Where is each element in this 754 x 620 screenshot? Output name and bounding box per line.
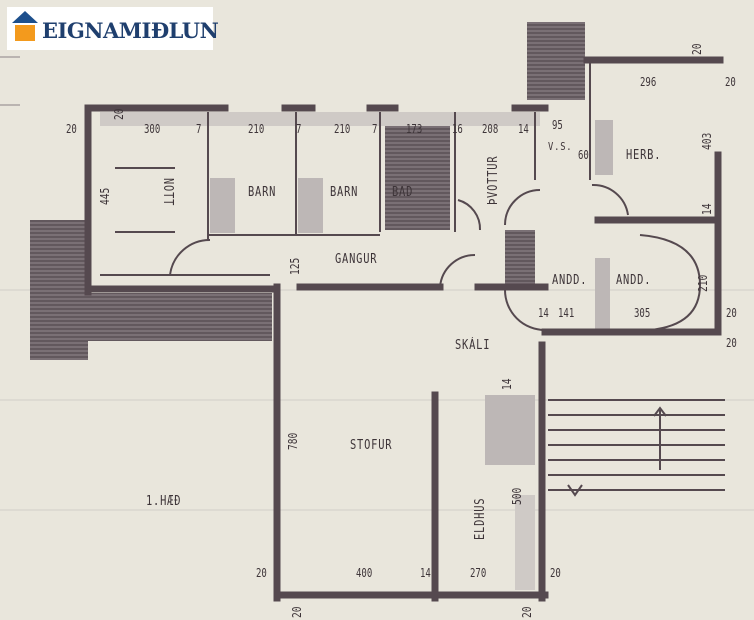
dimension-label: 208 xyxy=(482,122,499,136)
room-label-eldhus: ELDHUS xyxy=(473,497,488,540)
dimension-label: 14 xyxy=(538,306,549,320)
dimension-label: 210 xyxy=(334,122,351,136)
house-roof-icon xyxy=(12,11,38,23)
dimension-label: 400 xyxy=(356,566,373,580)
room-label-herb: HERB. xyxy=(626,148,662,163)
eignamidlun-logo: EIGNAMIÐLUN xyxy=(7,7,219,50)
dimension-label: 20 xyxy=(66,122,77,136)
dimension-label: 7 xyxy=(196,122,202,136)
room-label-barn: BARN xyxy=(248,185,277,200)
dimension-label: 305 xyxy=(634,306,651,320)
room-label-ws: V.S. xyxy=(548,140,573,153)
dimension-label: 7 xyxy=(296,122,302,136)
kitchen-counter xyxy=(485,395,535,465)
dimension-label: 296 xyxy=(640,75,657,89)
room-label-thvottur: ÞVOTTUR xyxy=(486,155,501,205)
dimension-label: 20 xyxy=(256,566,267,580)
room-label-gangur: GANGUR xyxy=(335,252,378,267)
house-body-icon xyxy=(15,25,35,41)
kitchen-counter xyxy=(515,495,535,590)
terrace-hatch xyxy=(88,293,272,341)
dimension-label: 500 xyxy=(510,487,524,505)
dimension-label: 20 xyxy=(290,606,304,618)
room-label-nott: NOTT xyxy=(160,178,175,207)
room-label-bad: BAD xyxy=(392,185,414,200)
closet-fill xyxy=(505,230,535,285)
dimension-label: 780 xyxy=(286,432,300,450)
room-label-barn: BARN xyxy=(330,185,359,200)
dimension-label: 300 xyxy=(144,122,161,136)
dimension-label: 20 xyxy=(725,75,736,89)
dimension-label: 20 xyxy=(550,566,561,580)
dimension-label: 95 xyxy=(552,118,563,132)
closet xyxy=(595,258,610,333)
dimension-label: 16 xyxy=(452,122,463,136)
closet xyxy=(298,178,323,233)
walls xyxy=(84,56,724,602)
dimension-label: 210 xyxy=(248,122,265,136)
window-band xyxy=(100,112,540,126)
dimension-label: 14 xyxy=(518,122,529,136)
terrace-hatch xyxy=(30,220,88,360)
bathroom-fill xyxy=(385,120,450,230)
dimension-label: 125 xyxy=(288,257,302,275)
dimension-label: 445 xyxy=(98,187,112,205)
floor-label: 1.HÆÐ xyxy=(146,494,182,509)
dimension-label: 14 xyxy=(500,378,514,390)
logo-text: EIGNAMIÐLUN xyxy=(42,18,219,43)
dimension-label: 210 xyxy=(696,274,710,292)
dimension-label: 20 xyxy=(726,336,737,350)
room-label-stofur: STOFUR xyxy=(350,438,393,453)
dimension-label: 20 xyxy=(112,108,126,120)
chimney xyxy=(527,22,585,100)
dimension-label: 141 xyxy=(558,306,575,320)
dimension-label: 60 xyxy=(578,148,589,162)
dimension-label: 270 xyxy=(470,566,487,580)
dimension-label: 20 xyxy=(726,306,737,320)
dimension-label: 14 xyxy=(700,203,714,215)
interior-lines xyxy=(100,60,725,497)
dimension-label: 7 xyxy=(372,122,378,136)
dimension-label: 20 xyxy=(520,606,534,618)
dimension-label: 173 xyxy=(406,122,423,136)
dimension-label: 14 xyxy=(420,566,431,580)
dimension-label: 403 xyxy=(700,132,714,150)
room-label-anddyri: ANDD. xyxy=(552,273,588,288)
closet xyxy=(595,120,613,175)
room-label-anddyri: ANDD. xyxy=(616,273,652,288)
closet xyxy=(210,178,235,233)
dimension-label: 20 xyxy=(690,43,704,55)
room-label-skali: SKÁLI xyxy=(455,338,491,353)
